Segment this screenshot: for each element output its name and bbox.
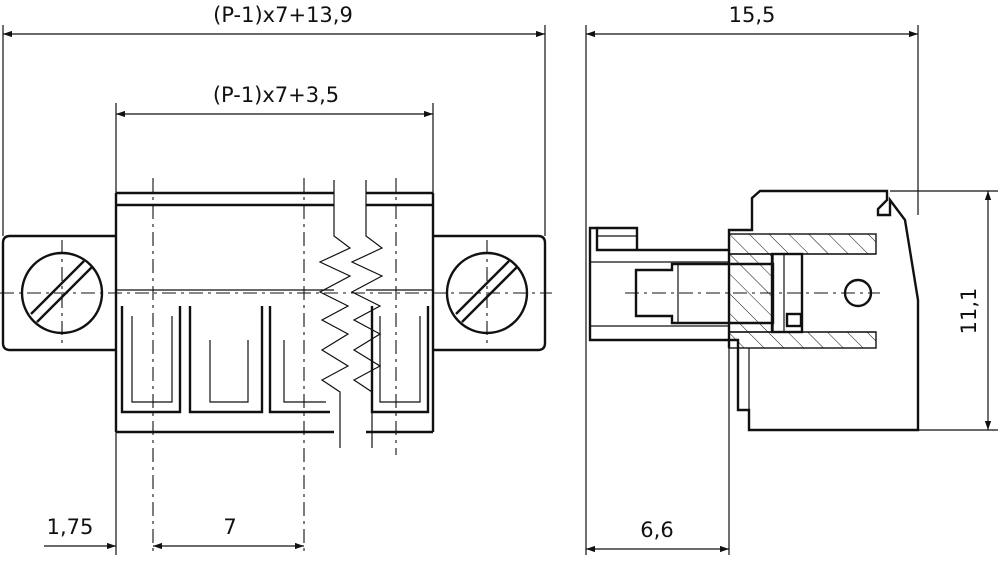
dim-side-depth: 15,5 (729, 3, 776, 27)
hatched-section-bottom (728, 331, 877, 349)
dim-pin-offset: 6,6 (640, 518, 673, 542)
center-lines (0, 178, 552, 555)
side-extension-lines (585, 25, 998, 555)
dim-edge-offset: 1,75 (47, 515, 94, 539)
extension-lines (2, 25, 546, 555)
wire-openings (120, 306, 430, 414)
connector-body-left (114, 191, 334, 434)
hatched-section-top (728, 233, 877, 255)
dim-body-width: (P-1)x7+3,5 (213, 83, 339, 107)
side-view: 15,5 6,6 11,1 (585, 3, 998, 555)
dim-pitch: 7 (223, 515, 236, 539)
connector-body-right (366, 191, 435, 434)
side-latch (597, 226, 639, 250)
break-lines (318, 180, 384, 448)
front-view: (P-1)x7+13,9 (P-1)x7+3,5 1,75 7 (0, 3, 552, 555)
dim-overall-width: (P-1)x7+13,9 (213, 3, 353, 27)
dim-height: 11,1 (957, 288, 981, 335)
